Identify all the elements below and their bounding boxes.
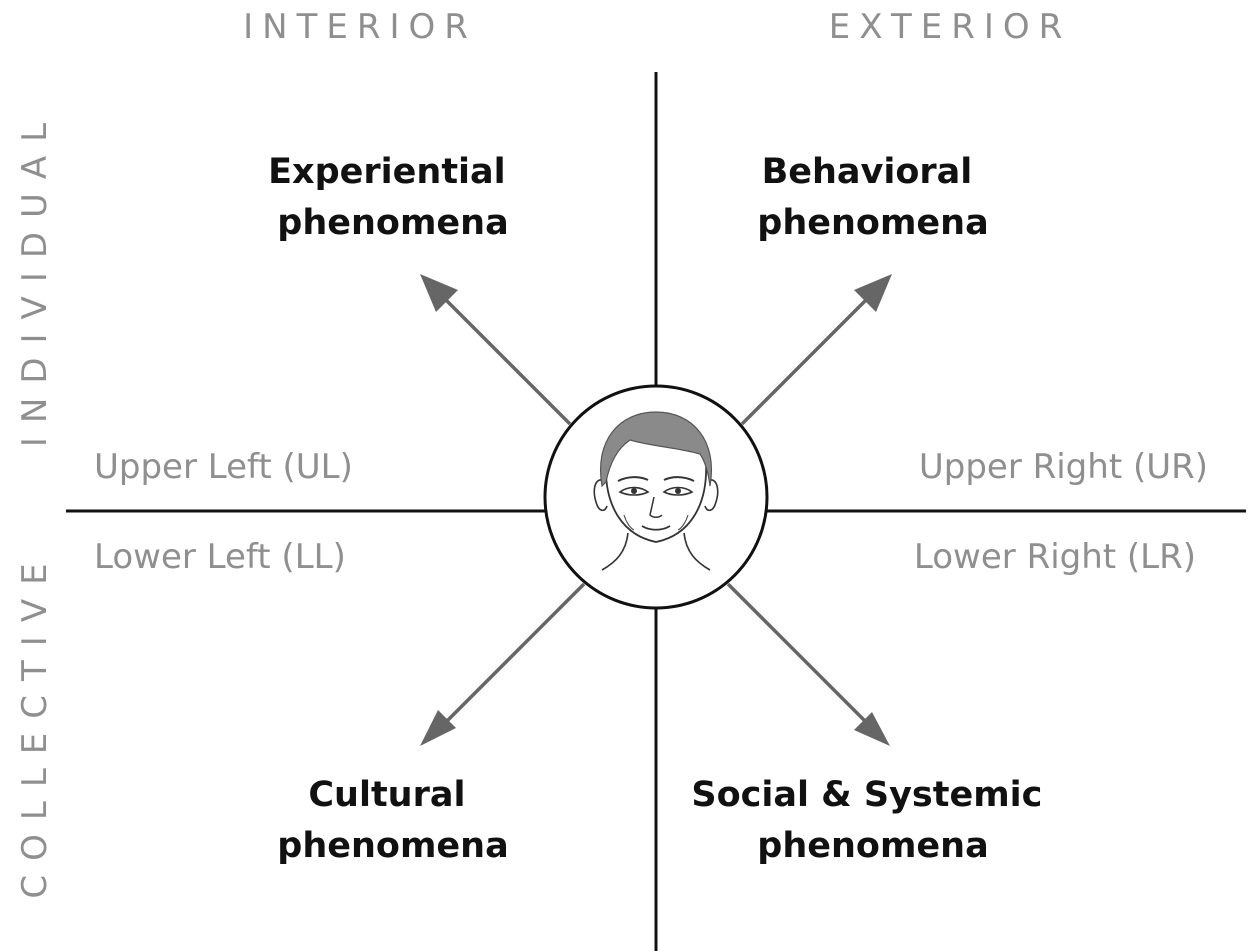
lower-right-tag: Lower Right (LR) bbox=[914, 537, 1196, 577]
face-icon bbox=[593, 411, 719, 571]
arrow-lower-right bbox=[726, 582, 890, 746]
upper-left-tag: Upper Left (UL) bbox=[94, 447, 353, 487]
interior-header: INTERIOR bbox=[243, 7, 477, 47]
arrow-lower-left bbox=[420, 582, 586, 746]
cultural-line-2: phenomena bbox=[277, 826, 508, 866]
arrow-upper-left bbox=[420, 274, 572, 426]
social-systemic-phenomena-label: Social & Systemic phenomena bbox=[691, 775, 1054, 866]
upper-right-tag: Upper Right (UR) bbox=[919, 447, 1208, 487]
social-systemic-line-1: Social & Systemic bbox=[691, 775, 1042, 815]
behavioral-line-1: Behavioral bbox=[762, 152, 973, 192]
behavioral-phenomena-label: Behavioral phenomena bbox=[757, 152, 988, 243]
experiential-phenomena-label: Experiential phenomena bbox=[268, 152, 518, 243]
cultural-phenomena-label: Cultural phenomena bbox=[277, 775, 508, 866]
exterior-header: EXTERIOR bbox=[829, 7, 1071, 47]
individual-header: INDIVIDUAL bbox=[15, 109, 55, 447]
experiential-line-2: phenomena bbox=[277, 203, 508, 243]
cultural-line-1: Cultural bbox=[308, 775, 465, 815]
arrow-upper-right bbox=[740, 274, 892, 426]
lower-left-tag: Lower Left (LL) bbox=[94, 537, 346, 577]
experiential-line-1: Experiential bbox=[268, 152, 506, 192]
collective-header: COLLECTIVE bbox=[15, 549, 55, 898]
social-systemic-line-2: phenomena bbox=[757, 826, 988, 866]
behavioral-line-2: phenomena bbox=[757, 203, 988, 243]
